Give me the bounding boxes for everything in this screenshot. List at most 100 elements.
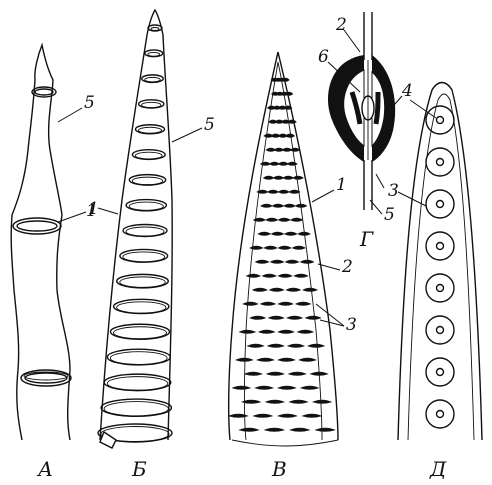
pit: [278, 414, 297, 418]
pit: [278, 386, 296, 390]
pit: [293, 176, 304, 180]
pit: [287, 162, 297, 166]
pit: [285, 260, 299, 264]
pit: [243, 302, 258, 306]
pit: [310, 372, 328, 376]
pit: [262, 274, 276, 278]
bordered-pit-face: [426, 400, 454, 428]
pit: [266, 400, 285, 404]
pit: [278, 358, 295, 362]
pit: [278, 246, 291, 250]
pit: [286, 134, 295, 138]
pit: [278, 302, 293, 306]
spiral-coil: [123, 225, 167, 237]
pit: [250, 246, 263, 250]
callout-g-3: 3: [388, 181, 399, 201]
callout-a-5: 5: [84, 93, 95, 113]
panel-label-b: Б: [131, 457, 147, 481]
spiral-coil: [126, 200, 166, 211]
spiral-vessel: [98, 10, 172, 448]
pit: [278, 190, 289, 194]
pit: [253, 414, 272, 418]
pit: [285, 232, 298, 236]
pit: [278, 330, 294, 334]
pit: [295, 204, 307, 208]
pit: [245, 372, 263, 376]
pit: [232, 386, 250, 390]
spiral-coil: [129, 175, 166, 186]
callout-b-5: 5: [204, 115, 215, 135]
pit: [255, 386, 273, 390]
pit: [291, 218, 303, 222]
pit: [239, 428, 259, 432]
panel-label-a: А: [36, 457, 53, 481]
pit: [236, 358, 253, 362]
callout-g-4: 4: [401, 81, 413, 101]
pit: [290, 428, 310, 432]
bordered-pit-face: [426, 274, 454, 302]
pit: [246, 274, 260, 278]
spiral-coil: [117, 274, 169, 288]
pit: [286, 288, 301, 292]
bordered-pit-face: [426, 190, 454, 218]
pit: [250, 316, 266, 320]
pit: [288, 372, 306, 376]
pit: [264, 246, 277, 250]
pit: [297, 330, 313, 334]
spiral-coil: [145, 50, 163, 57]
pit: [298, 232, 311, 236]
pit: [315, 428, 335, 432]
pit: [266, 372, 284, 376]
pit: [267, 344, 284, 348]
pit: [292, 246, 305, 250]
pit: [305, 316, 321, 320]
face-view-pits: [426, 106, 454, 428]
pit: [299, 358, 316, 362]
pit: [288, 344, 305, 348]
pit: [253, 288, 268, 292]
pit: [269, 162, 279, 166]
pit: [261, 204, 273, 208]
panel-label-g: Г: [359, 227, 374, 251]
callout-v-1: 1: [336, 175, 347, 195]
pit: [259, 330, 275, 334]
pit: [271, 232, 284, 236]
pit: [258, 232, 271, 236]
pit: [253, 218, 265, 222]
pit: [278, 218, 290, 222]
pit: [278, 162, 288, 166]
pit: [257, 190, 268, 194]
pit: [269, 288, 284, 292]
pit: [288, 120, 297, 124]
pit: [260, 162, 270, 166]
pit: [301, 386, 319, 390]
pitted-vessel-face-view: [398, 83, 482, 441]
bordered-pit-face: [426, 316, 454, 344]
callout-b-1-visible: 1: [88, 199, 99, 219]
pit: [308, 344, 325, 348]
pit: [284, 204, 296, 208]
pitted-vessel: [229, 52, 338, 446]
callout-v-2: 2: [341, 257, 353, 277]
pit: [272, 204, 284, 208]
panel-label-d: Д: [429, 457, 447, 481]
pit: [266, 218, 278, 222]
callout-g-6: 6: [318, 47, 329, 67]
spiral-coil: [120, 249, 168, 262]
pit: [283, 176, 294, 180]
panel-label-v: В: [271, 457, 287, 481]
callout-g-5: 5: [384, 205, 395, 225]
pit: [257, 358, 274, 362]
pit: [290, 148, 300, 152]
pit: [247, 344, 264, 348]
pit: [273, 176, 284, 180]
bordered-pit-face: [426, 232, 454, 260]
pit: [287, 316, 303, 320]
pit: [294, 274, 308, 278]
bordered-pit-face: [426, 148, 454, 176]
pit: [289, 400, 308, 404]
spiral-coil: [132, 150, 165, 160]
pit: [303, 288, 318, 292]
